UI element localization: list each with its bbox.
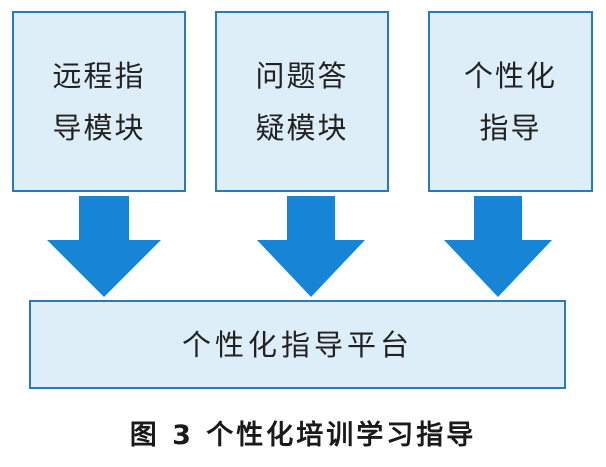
figure-caption: 图 3 个性化培训学习指导	[129, 420, 477, 451]
module-personalized-guidance: 个性化 指导	[428, 11, 593, 192]
arrow-down-icon	[444, 196, 552, 297]
module-qa-label: 问题答 疑模块	[255, 58, 349, 145]
module-remote-guidance-label: 远程指 导模块	[52, 58, 146, 145]
arrow-down-icon	[257, 196, 365, 297]
guidance-platform-label: 个性化指导平台	[181, 327, 413, 362]
module-personalized-guidance-label: 个性化 指导	[463, 58, 557, 145]
guidance-platform: 个性化指导平台	[29, 300, 566, 389]
arrow-down-icon	[47, 196, 161, 297]
module-remote-guidance: 远程指 导模块	[12, 11, 186, 192]
module-qa: 问题答 疑模块	[215, 11, 389, 192]
